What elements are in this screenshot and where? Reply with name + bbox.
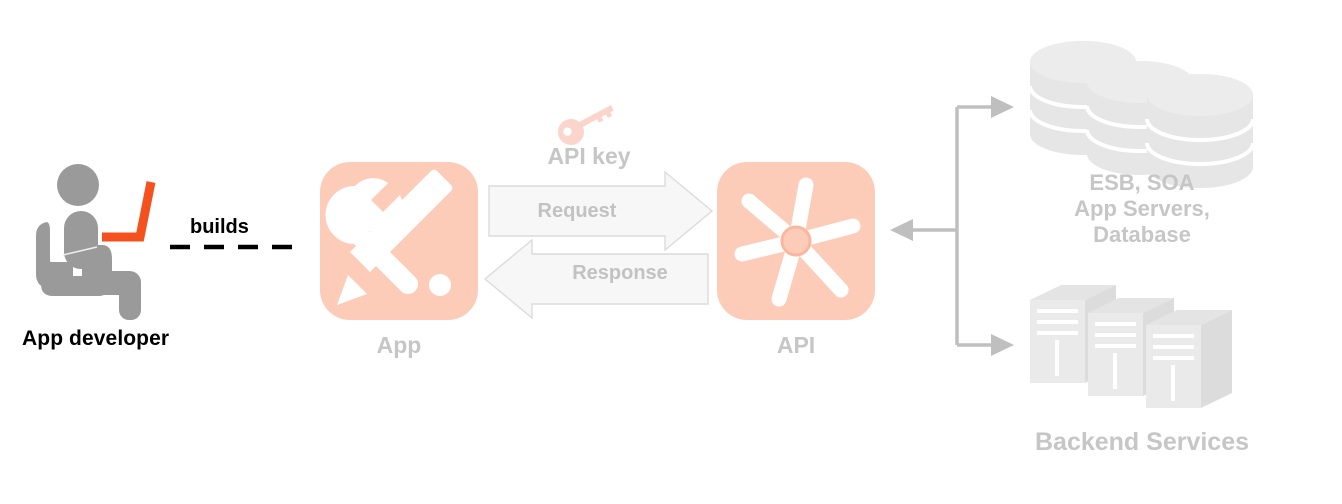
builds-label: builds xyxy=(190,216,249,238)
arrowhead-to-api-icon xyxy=(890,219,913,241)
app-node-shape[interactable] xyxy=(320,162,478,320)
database-stack-icon xyxy=(1028,41,1255,188)
app-node-label: App xyxy=(376,332,422,358)
arrowhead-to-servers-icon xyxy=(991,334,1014,356)
wrench-and-pencil-icon xyxy=(325,169,453,305)
backend-connector-arrowheads xyxy=(890,96,1014,356)
key-icon xyxy=(557,105,614,145)
data-tier-label: ESB, SOA App Servers, Database xyxy=(1074,170,1210,247)
server-racks-icon xyxy=(1030,285,1232,408)
api-node-shape[interactable] xyxy=(717,162,875,320)
api-key-label: API key xyxy=(547,143,631,169)
backend-services-label: Backend Services xyxy=(1034,428,1250,456)
arrowhead-to-database-icon xyxy=(991,96,1014,118)
response-arrow-shape xyxy=(483,238,709,320)
request-arrow-shape xyxy=(488,170,714,252)
seated-person-with-laptop-icon xyxy=(36,164,156,320)
backend-connector-lines xyxy=(913,105,991,347)
api-node-label: API xyxy=(776,332,816,358)
request-label: Request xyxy=(537,200,617,222)
response-label: Response xyxy=(572,262,668,284)
app-developer-label: App developer xyxy=(22,327,170,350)
